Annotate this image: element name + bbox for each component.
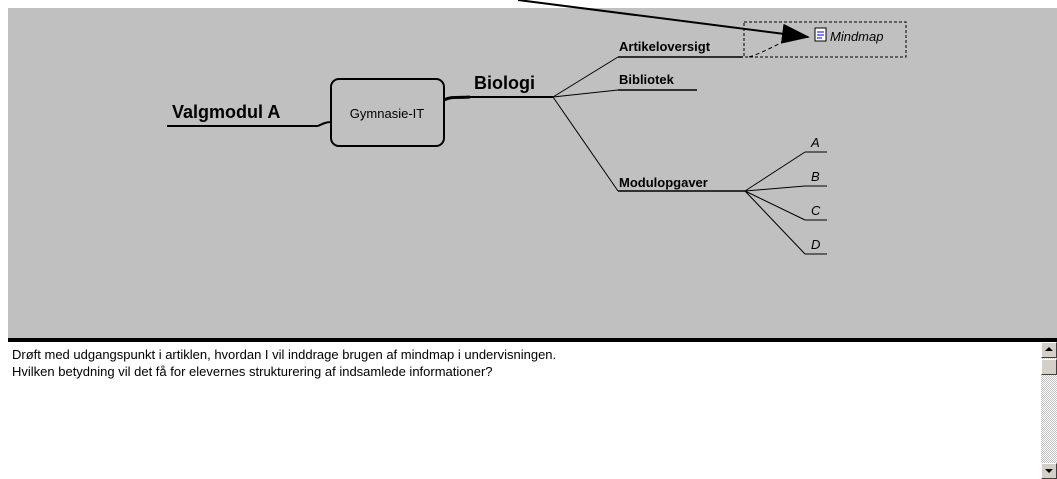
mindmap-document-link[interactable]: Mindmap	[743, 21, 907, 58]
subtopic-d-label: D	[811, 237, 820, 252]
document-link-frame	[743, 21, 907, 58]
branch-bibliotek[interactable]: Bibliotek	[618, 72, 697, 91]
subtopic-b[interactable]: B	[805, 169, 827, 187]
subtopic-b-label: B	[811, 169, 820, 184]
pane-divider[interactable]	[8, 338, 1057, 342]
subtopic-a-label: A	[810, 135, 820, 150]
notes-line-1: Drøft med udgangspunkt i artiklen, hvord…	[12, 347, 557, 362]
branch-modulopgaver[interactable]: Modulopgaver	[618, 175, 745, 192]
center-box	[330, 78, 445, 147]
center-label: Gymnasie-IT	[350, 106, 424, 121]
topic-label: Biologi	[474, 73, 535, 93]
notes-line-2: Hvilken betydning vil det få for elevern…	[12, 364, 493, 379]
subtopic-c-label: C	[811, 203, 821, 218]
document-link-connector	[748, 38, 791, 58]
bibliotek-label: Bibliotek	[619, 72, 675, 87]
node-root[interactable]: Valgmodul A	[167, 102, 318, 127]
scroll-up-button[interactable]	[1041, 342, 1057, 358]
subtopic-d[interactable]: D	[805, 237, 827, 255]
branch-artikeloversigt[interactable]: Artikeloversigt	[618, 39, 743, 58]
arrow-up-icon	[1045, 347, 1053, 351]
modulopgaver-label: Modulopgaver	[619, 175, 708, 190]
document-link-label: Mindmap	[830, 29, 883, 44]
pointer-arrow	[517, 0, 810, 44]
center-to-topic-connector	[443, 95, 471, 102]
notes-textarea[interactable]: Drøft med udgangspunkt i artiklen, hvord…	[8, 342, 1041, 479]
subtopic-c[interactable]: C	[805, 203, 827, 221]
notes-scrollbar[interactable]	[1041, 342, 1057, 479]
artikeloversigt-label: Artikeloversigt	[619, 39, 711, 54]
scroll-thumb[interactable]	[1041, 359, 1057, 375]
root-label: Valgmodul A	[172, 102, 280, 122]
node-topic[interactable]: Biologi	[470, 73, 553, 98]
root-to-center-connector	[317, 121, 332, 127]
document-icon	[814, 27, 827, 42]
subtopic-a[interactable]: A	[805, 135, 827, 153]
scroll-down-button[interactable]	[1041, 463, 1057, 479]
notes-text: Drøft med udgangspunkt i artiklen, hvord…	[12, 346, 556, 380]
mindmap-background	[8, 8, 1057, 338]
node-center[interactable]: Gymnasie-IT	[330, 78, 445, 147]
arrow-down-icon	[1045, 469, 1053, 473]
